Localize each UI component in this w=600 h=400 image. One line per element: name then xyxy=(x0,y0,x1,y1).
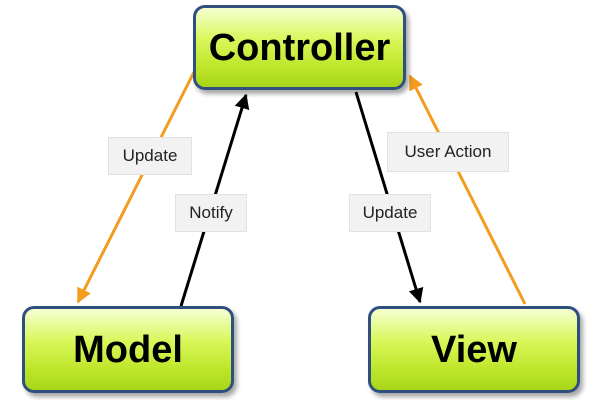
edge-label-update-controller-view: Update xyxy=(349,194,431,232)
view-node: View xyxy=(368,306,580,393)
edge-label-notify: Notify xyxy=(175,194,247,232)
controller-node-label: Controller xyxy=(208,26,391,69)
edge-label-update-controller-model: Update xyxy=(108,137,192,175)
edge-label-user-action: User Action xyxy=(387,132,509,172)
edge-controller-to-model xyxy=(76,71,196,304)
model-node: Model xyxy=(22,306,234,393)
edge-view-to-controller xyxy=(408,74,527,305)
view-node-label: View xyxy=(431,328,517,371)
model-node-label: Model xyxy=(73,328,183,371)
controller-node: Controller xyxy=(193,5,406,90)
